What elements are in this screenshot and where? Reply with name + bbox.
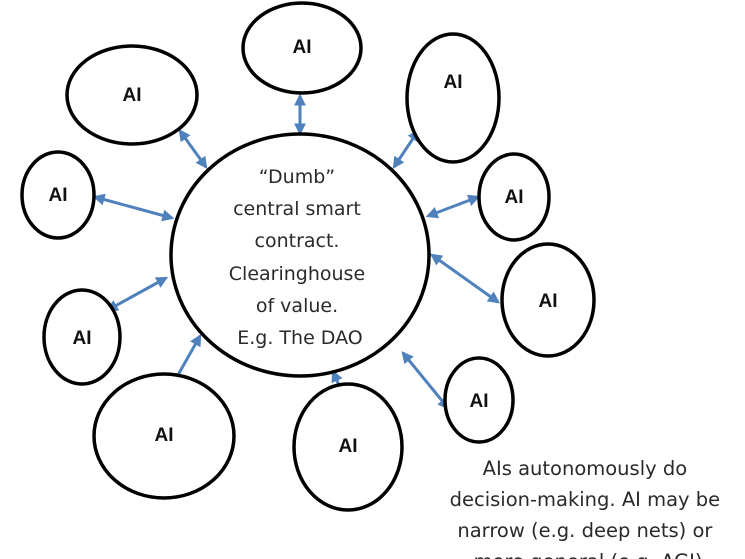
svg-text:AIs autonomously do deci: AIs autonomously do decision-making. AI …: [450, 457, 727, 559]
central-contract-node: “Dumb” central smart contract. Clearingh…: [169, 132, 431, 378]
note-line: decision-making. AI may be: [450, 488, 721, 511]
ai-node-bottom: AI: [292, 382, 404, 512]
ai-node-bottom-left: AI: [92, 372, 236, 500]
note-line: narrow (e.g. deep nets) or: [457, 519, 713, 542]
svg-text:AI: AI: [339, 436, 358, 457]
svg-text:AI: AI: [73, 328, 92, 349]
arrow-lower-left: [105, 276, 169, 312]
ai-node-left: AI: [20, 150, 96, 240]
ai-node-bottom-right: AI: [443, 356, 515, 444]
svg-text:AI: AI: [49, 185, 68, 206]
note-line: more general (e.g. AGI): [473, 550, 702, 559]
arrow-bottom-right: [401, 351, 450, 410]
arrow-top-right: [392, 129, 420, 169]
svg-text:AI: AI: [539, 291, 558, 312]
ai-node-right: AI: [477, 152, 551, 242]
arrow-left: [92, 193, 175, 222]
arrow-right: [425, 194, 481, 219]
svg-text:AI: AI: [123, 85, 142, 106]
svg-text:AI: AI: [293, 37, 312, 58]
ai-node-top: AI: [241, 1, 363, 95]
note-caption: AIs autonomously do decision-making. AI …: [450, 457, 727, 559]
ai-node-top-left: AI: [65, 44, 199, 146]
arrow-lower-right: [430, 253, 500, 304]
ai-node-lower-left: AI: [42, 288, 122, 386]
svg-text:AI: AI: [155, 425, 174, 446]
center-line: E.g. The DAO: [237, 327, 362, 349]
arrow-top-left: [178, 129, 208, 169]
ai-node-lower-right: AI: [500, 242, 596, 358]
ai-node-top-right: AI: [405, 32, 501, 164]
center-line: “Dumb”: [259, 166, 335, 188]
center-line: of value.: [256, 295, 338, 317]
svg-text:AI: AI: [470, 391, 489, 412]
center-line: Clearinghouse: [229, 263, 365, 285]
svg-text:AI: AI: [505, 187, 524, 208]
note-line: AIs autonomously do: [483, 457, 688, 480]
center-line: central smart: [233, 198, 361, 220]
svg-text:“Dumb” central smart: “Dumb” central smart contract. Clearingh…: [229, 166, 371, 349]
center-line: contract.: [255, 230, 340, 252]
svg-text:AI: AI: [444, 72, 463, 93]
